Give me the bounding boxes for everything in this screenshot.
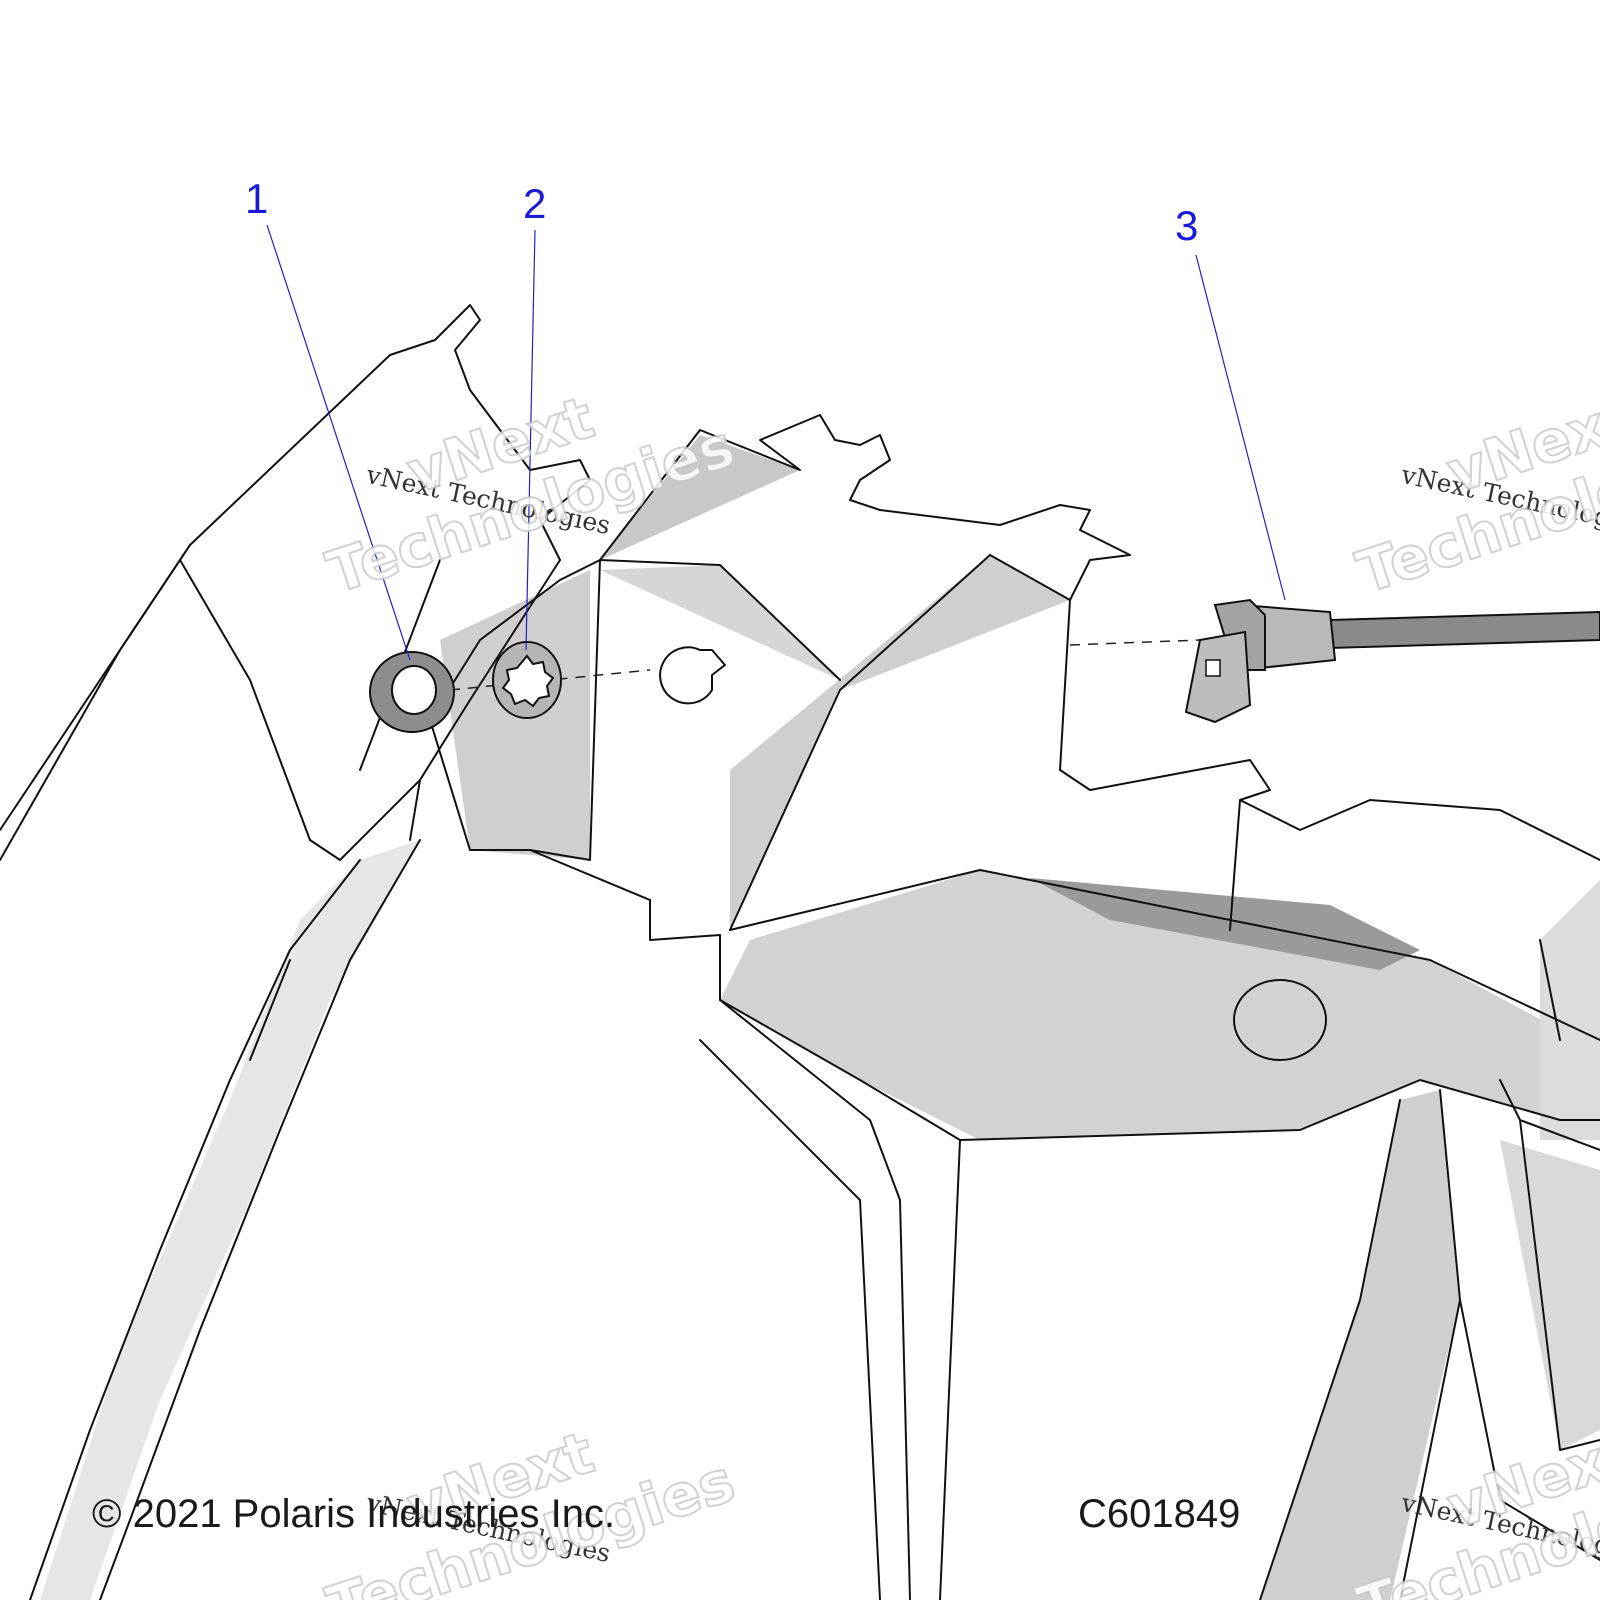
assembly-axis-left: [449, 669, 651, 691]
right-column-shade: [1260, 1090, 1460, 1600]
dark-recess-shade: [1030, 878, 1420, 970]
callout-3: 3: [1175, 202, 1199, 249]
part-3-latch-cable: [1184, 598, 1600, 724]
right-edge-shade: [1540, 880, 1600, 1140]
assembly-axis-right: [1069, 639, 1201, 646]
keyhole: [659, 646, 726, 705]
callout-2: 2: [523, 180, 547, 227]
left-panel-outline: [0, 304, 591, 831]
lower-center-shade: [720, 870, 1560, 1140]
upper-wedge-shade: [600, 435, 800, 560]
center-panel-outline: [429, 414, 1131, 721]
part-2-lock-ring: [492, 641, 562, 719]
center-triangle-shade: [600, 565, 840, 680]
part-1-seal: [369, 651, 455, 733]
leader-line-3: [1195, 254, 1286, 601]
diagram-code: C601849: [1078, 1492, 1241, 1536]
left-column-outline: [29, 859, 361, 1600]
center-panel-shade: [730, 555, 1070, 930]
round-hole: [1233, 979, 1327, 1061]
leader-line-2: [525, 229, 536, 651]
far-right-shade: [1500, 1140, 1600, 1450]
callout-1: 1: [245, 175, 269, 222]
copyright-text: © 2021 Polaris Industries Inc.: [92, 1492, 616, 1536]
leader-line-1: [266, 224, 411, 661]
left-column-shade: [40, 840, 420, 1600]
